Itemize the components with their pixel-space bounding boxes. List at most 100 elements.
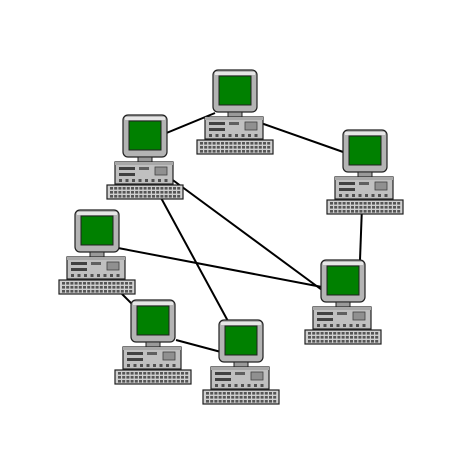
key bbox=[366, 340, 370, 343]
key bbox=[135, 187, 139, 190]
desktop-computer-icon[interactable] bbox=[196, 69, 274, 155]
key bbox=[329, 332, 332, 335]
vent bbox=[356, 324, 359, 327]
vent bbox=[343, 324, 346, 327]
key bbox=[346, 210, 350, 213]
key bbox=[248, 396, 251, 399]
key bbox=[260, 392, 264, 395]
key bbox=[235, 392, 239, 395]
network-link-pc-4-pc-6 bbox=[117, 247, 323, 288]
key bbox=[122, 195, 126, 198]
key bbox=[358, 336, 362, 339]
key bbox=[126, 195, 130, 198]
key bbox=[126, 191, 130, 194]
vent bbox=[234, 384, 238, 387]
key bbox=[131, 191, 134, 194]
key bbox=[99, 286, 103, 289]
key bbox=[143, 187, 147, 190]
drive-slot bbox=[91, 262, 101, 265]
key bbox=[70, 286, 74, 289]
monitor-stand bbox=[227, 111, 243, 118]
key bbox=[208, 142, 212, 145]
monitor-stand bbox=[137, 156, 153, 163]
key bbox=[221, 146, 224, 149]
vent bbox=[365, 194, 368, 197]
drive-slot bbox=[209, 128, 225, 131]
key bbox=[316, 340, 320, 343]
system-unit-top bbox=[313, 307, 371, 310]
key bbox=[227, 400, 230, 403]
key bbox=[212, 150, 216, 153]
key bbox=[367, 202, 371, 205]
key bbox=[225, 142, 229, 145]
key bbox=[134, 372, 138, 375]
vent bbox=[260, 384, 264, 387]
key bbox=[210, 396, 214, 399]
key bbox=[155, 380, 159, 383]
key bbox=[125, 290, 128, 293]
key bbox=[214, 392, 218, 395]
key bbox=[70, 282, 74, 285]
system-unit-top bbox=[123, 347, 181, 350]
monitor-stand bbox=[145, 341, 161, 348]
key bbox=[78, 282, 82, 285]
vent bbox=[330, 324, 333, 327]
desktop-computer-icon[interactable] bbox=[114, 299, 192, 385]
key bbox=[114, 195, 118, 198]
key bbox=[62, 286, 65, 289]
key bbox=[204, 146, 208, 149]
key bbox=[384, 210, 388, 213]
key bbox=[216, 142, 220, 145]
key bbox=[363, 202, 367, 205]
desktop-computer-icon[interactable] bbox=[58, 209, 136, 295]
key bbox=[359, 202, 363, 205]
desktop-computer-icon[interactable] bbox=[202, 319, 280, 405]
desktop-computer-icon[interactable] bbox=[106, 114, 184, 200]
key bbox=[341, 336, 345, 339]
key bbox=[264, 396, 268, 399]
drive-slot bbox=[235, 372, 245, 375]
desktop-computer-icon[interactable] bbox=[326, 129, 404, 215]
key bbox=[147, 380, 151, 383]
key bbox=[260, 396, 264, 399]
desktop-computer-icon[interactable] bbox=[304, 259, 382, 345]
key bbox=[78, 290, 82, 293]
key bbox=[160, 195, 164, 198]
key bbox=[231, 396, 235, 399]
key bbox=[393, 202, 396, 205]
key bbox=[129, 286, 133, 289]
vent bbox=[110, 274, 113, 277]
vent bbox=[254, 384, 257, 387]
drive-slot bbox=[71, 262, 87, 265]
key bbox=[95, 290, 99, 293]
key bbox=[143, 195, 147, 198]
key bbox=[118, 380, 121, 383]
key bbox=[250, 146, 254, 149]
bezel-highlight bbox=[215, 72, 255, 75]
network-nodes bbox=[58, 69, 404, 405]
key bbox=[324, 332, 328, 335]
vent bbox=[384, 194, 388, 197]
key bbox=[342, 210, 346, 213]
vent bbox=[77, 274, 81, 277]
vent bbox=[151, 179, 155, 182]
key bbox=[367, 210, 371, 213]
drive-slot bbox=[215, 372, 231, 375]
vent bbox=[159, 364, 163, 367]
key bbox=[83, 290, 86, 293]
key bbox=[155, 376, 159, 379]
key bbox=[222, 396, 226, 399]
key bbox=[375, 340, 379, 343]
drive-slot bbox=[317, 318, 333, 321]
power-panel bbox=[352, 311, 366, 321]
key bbox=[74, 282, 78, 285]
vent bbox=[103, 274, 107, 277]
vent bbox=[133, 364, 137, 367]
vent bbox=[362, 324, 366, 327]
drive-slot bbox=[147, 352, 157, 355]
key bbox=[227, 396, 230, 399]
vent bbox=[116, 274, 120, 277]
key bbox=[129, 282, 133, 285]
key bbox=[362, 340, 366, 343]
vent bbox=[132, 179, 135, 182]
